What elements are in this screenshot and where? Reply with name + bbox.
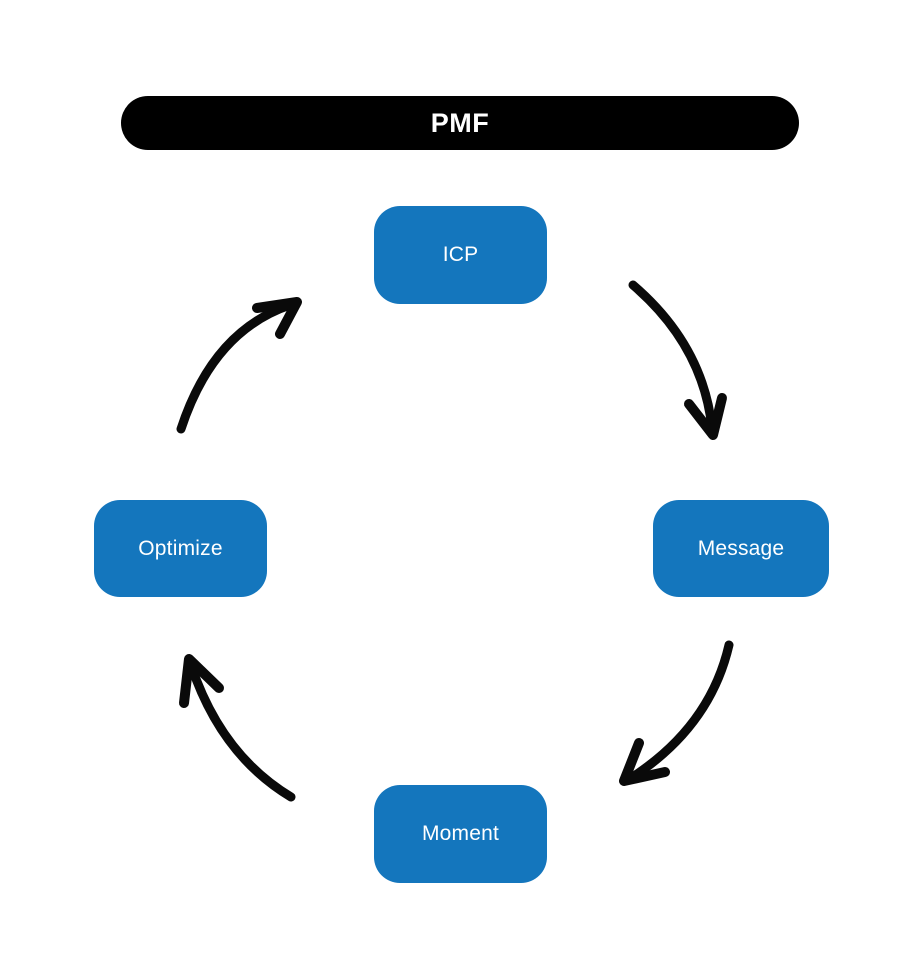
arrow-optimize-to-icp-icon bbox=[176, 297, 302, 434]
title-label: PMF bbox=[430, 107, 490, 138]
arrow-moment-to-optimize-icon bbox=[179, 654, 296, 802]
cycle-node-moment: Moment bbox=[374, 785, 547, 883]
cycle-node-label: ICP bbox=[442, 243, 479, 266]
title-pill: PMF bbox=[121, 96, 799, 150]
cycle-node-label: Optimize bbox=[138, 536, 223, 560]
cycle-node-message: Message bbox=[653, 500, 829, 597]
cycle-node-optimize: Optimize bbox=[94, 500, 267, 597]
arrow-message-to-moment-icon bbox=[619, 640, 734, 786]
cycle-node-label: Moment bbox=[421, 822, 500, 845]
cycle-node-icp: ICP bbox=[374, 206, 547, 304]
arrow-icp-to-message-icon bbox=[628, 280, 727, 440]
cycle-node-label: Message bbox=[697, 536, 785, 560]
